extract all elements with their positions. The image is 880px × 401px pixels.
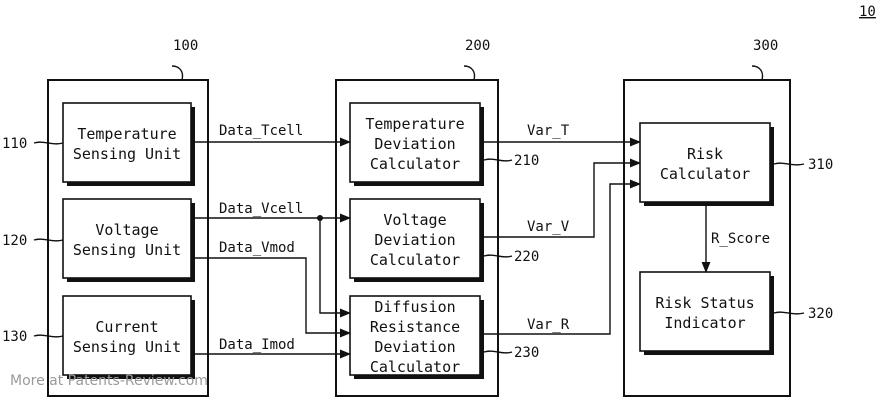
var-v-arrow xyxy=(480,158,642,238)
data-vmod-arrow xyxy=(191,257,352,338)
risk-calc-line-1: Risk xyxy=(687,145,723,163)
ref-210-leader xyxy=(483,158,513,162)
temperature-sensing-unit: Temperature Sensing Unit xyxy=(62,102,195,186)
watermark-text: More at Patents-Review.com xyxy=(10,373,208,389)
risk-status-indicator: Risk Status Indicator xyxy=(639,271,774,355)
group-100-leader xyxy=(171,65,184,81)
data-tcell-label: Data_Tcell xyxy=(219,123,303,139)
current-sensing-line-2: Sensing Unit xyxy=(73,338,181,356)
group-200: 200 Temperature Deviation Calculator 210… xyxy=(335,38,539,397)
group-100-frame xyxy=(47,79,209,397)
ref-120-leader xyxy=(33,238,64,242)
group-300: 300 Risk Calculator 310 Risk Status Indi… xyxy=(623,38,833,397)
ref-220: 220 xyxy=(514,249,539,265)
var-r-label: Var_R xyxy=(527,317,570,333)
group-200-frame xyxy=(335,79,499,397)
ref-230-leader xyxy=(483,350,513,354)
ref-120: 120 xyxy=(2,233,27,249)
group-200-ref: 200 xyxy=(465,38,490,54)
temperature-sensing-line-1: Temperature xyxy=(77,125,176,143)
var-v-label: Var_V xyxy=(527,219,570,235)
ref-130-leader xyxy=(33,334,64,338)
risk-calculator: Risk Calculator xyxy=(639,122,774,206)
volt-dev-line-2: Deviation xyxy=(374,231,455,249)
ref-210: 210 xyxy=(514,153,539,169)
ref-130: 130 xyxy=(2,329,27,345)
diff-dev-line-1: Diffusion xyxy=(374,298,455,316)
data-vcell-label: Data_Vcell xyxy=(219,201,303,217)
temperature-sensing-line-2: Sensing Unit xyxy=(73,145,181,163)
voltage-sensing-line-2: Sensing Unit xyxy=(73,241,181,259)
volt-dev-line-3: Calculator xyxy=(370,251,460,269)
risk-calc-line-2: Calculator xyxy=(660,165,750,183)
voltage-deviation-calculator: Voltage Deviation Calculator xyxy=(349,198,484,282)
diff-dev-line-2: Resistance xyxy=(370,318,460,336)
temperature-deviation-calculator: Temperature Deviation Calculator xyxy=(349,102,484,186)
ref-320: 320 xyxy=(808,306,833,322)
data-vmod-label: Data_Vmod xyxy=(219,240,295,256)
temp-dev-line-2: Deviation xyxy=(374,135,455,153)
diff-dev-line-3: Deviation xyxy=(374,338,455,356)
group-300-frame xyxy=(623,79,791,397)
group-300-ref: 300 xyxy=(753,38,778,54)
voltage-sensing-unit: Voltage Sensing Unit xyxy=(62,198,195,282)
voltage-sensing-line-1: Voltage xyxy=(95,221,158,239)
var-r-arrow xyxy=(480,179,642,335)
var-t-label: Var_T xyxy=(527,123,570,139)
group-100: 100 Temperature Sensing Unit 110 Voltage… xyxy=(2,38,209,397)
risk-status-line-1: Risk Status xyxy=(655,294,754,312)
group-100-ref: 100 xyxy=(173,38,198,54)
figure-number: 10 xyxy=(859,4,876,20)
data-imod-label: Data_Imod xyxy=(219,337,295,353)
ref-220-leader xyxy=(483,254,513,258)
ref-310: 310 xyxy=(808,157,833,173)
temp-dev-line-1: Temperature xyxy=(365,115,464,133)
ref-230: 230 xyxy=(514,345,539,361)
temp-dev-line-3: Calculator xyxy=(370,155,460,173)
r-score-label: R_Score xyxy=(711,231,770,247)
risk-status-line-2: Indicator xyxy=(664,314,745,332)
ref-310-leader xyxy=(773,162,805,166)
ref-110: 110 xyxy=(2,136,27,152)
ref-320-leader xyxy=(773,311,805,315)
ref-110-leader xyxy=(33,141,64,145)
diffusion-resistance-deviation-calculator: Diffusion Resistance Deviation Calculato… xyxy=(349,295,484,379)
volt-dev-line-1: Voltage xyxy=(383,211,446,229)
current-sensing-line-1: Current xyxy=(95,318,158,336)
diff-dev-line-4: Calculator xyxy=(370,358,460,376)
data-vcell-branch-arrow xyxy=(319,218,352,318)
group-300-leader xyxy=(751,65,764,81)
group-200-leader xyxy=(463,65,476,81)
current-sensing-unit: Current Sensing Unit xyxy=(62,295,195,379)
